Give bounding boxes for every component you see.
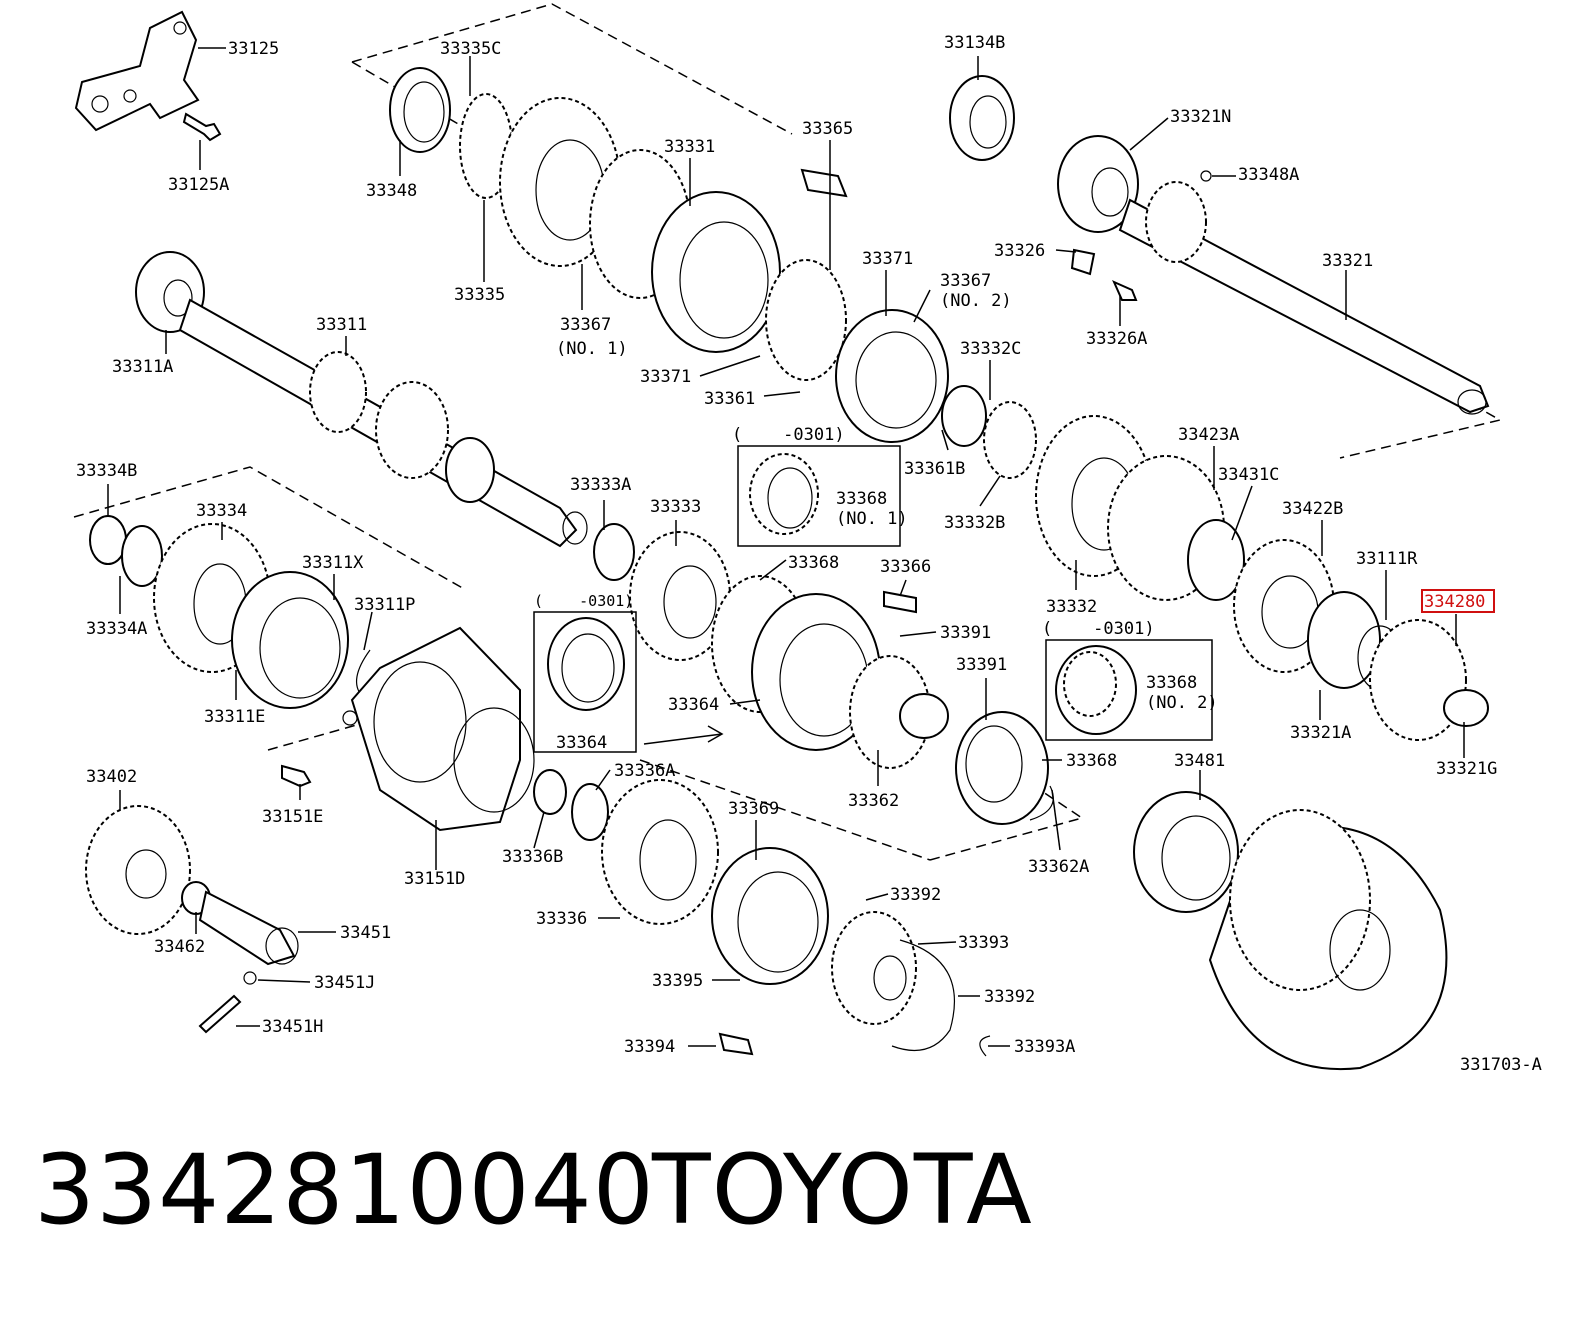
label-334280: 334280	[1424, 592, 1485, 612]
label-33125: 33125	[228, 39, 279, 59]
label-33393A: 33393A	[1014, 1037, 1075, 1057]
label-33336B: 33336B	[502, 847, 563, 867]
label-33151D: 33151D	[404, 869, 465, 889]
label-33332: 33332	[1046, 597, 1097, 617]
label-33451: 33451	[340, 923, 391, 943]
label-33395: 33395	[652, 971, 703, 991]
label-33462: 33462	[154, 937, 205, 957]
label-33423A: 33423A	[1178, 425, 1239, 445]
label-33402: 33402	[86, 767, 137, 787]
label-33368-upper: 33368	[788, 553, 839, 573]
label-33391-lower: 33391	[956, 655, 1007, 675]
label-33311: 33311	[316, 315, 367, 335]
label-33431C: 33431C	[1218, 465, 1279, 485]
label-33321A: 33321A	[1290, 723, 1351, 743]
label-33371-top: 33371	[862, 249, 913, 269]
label-33369: 33369	[728, 799, 779, 819]
label-33311E: 33311E	[204, 707, 265, 727]
box2-range: ( -0301)	[534, 592, 633, 610]
part-gasket-33151D	[281, 626, 535, 832]
label-33394: 33394	[624, 1037, 675, 1057]
label-33392-lower: 33392	[984, 987, 1035, 1007]
label-33332B: 33332B	[944, 513, 1005, 533]
part-plate-33134B	[949, 75, 1015, 161]
label-33367-no1-note: (NO. 1)	[556, 339, 628, 359]
label-33367-no2-note: (NO. 2)	[940, 291, 1012, 311]
label-33371-bottom: 33371	[640, 367, 691, 387]
info-box-33368-no2	[1045, 639, 1213, 741]
label-33321G: 33321G	[1436, 759, 1497, 779]
callout-labels: 33125 33125A 33335C 33348 33335 33331 33…	[76, 33, 1542, 1075]
label-33393: 33393	[958, 933, 1009, 953]
label-33391-upper: 33391	[940, 623, 991, 643]
label-33326A: 33326A	[1086, 329, 1147, 349]
label-33367-no2: 33367	[940, 271, 991, 291]
part-left-gears	[89, 515, 371, 709]
label-33366: 33366	[880, 557, 931, 577]
label-33481: 33481	[1174, 751, 1225, 771]
part-input-shaft-33311	[135, 251, 588, 548]
label-33333: 33333	[650, 497, 701, 517]
label-33362A: 33362A	[1028, 857, 1089, 877]
highlight-box-334280	[1421, 589, 1495, 613]
label-33348A: 33348A	[1238, 165, 1299, 185]
box1-range: ( -0301)	[732, 425, 845, 445]
box3-part: 33368	[1146, 673, 1197, 693]
label-33451J: 33451J	[314, 973, 375, 993]
label-33367-no1: 33367	[560, 315, 611, 335]
label-33451H: 33451H	[262, 1017, 323, 1037]
label-33111R: 33111R	[1356, 549, 1418, 569]
label-33321N: 33321N	[1170, 107, 1231, 127]
box3-range: ( -0301)	[1042, 619, 1155, 639]
label-33336: 33336	[536, 909, 587, 929]
box2-part: 33364	[556, 733, 607, 753]
label-33311A: 33311A	[112, 357, 173, 377]
info-box-33364	[533, 611, 637, 753]
label-33368-lower: 33368	[1066, 751, 1117, 771]
leader-lines	[107, 47, 1465, 1047]
label-33311P: 33311P	[354, 595, 415, 615]
label-33321: 33321	[1322, 251, 1373, 271]
box1-part: 33368	[836, 489, 887, 509]
label-33125A: 33125A	[168, 175, 229, 195]
label-33361: 33361	[704, 389, 755, 409]
label-33334: 33334	[196, 501, 247, 521]
brand-caption: TOYOTA	[652, 1134, 1033, 1246]
label-33335: 33335	[454, 285, 505, 305]
label-33311X: 33311X	[302, 553, 364, 573]
label-33134B: 33134B	[944, 33, 1005, 53]
label-33335C: 33335C	[440, 39, 501, 59]
label-33362: 33362	[848, 791, 899, 811]
part-differential-33481	[1133, 791, 1448, 1071]
box3-note: (NO. 2)	[1146, 693, 1218, 713]
label-33336A: 33336A	[614, 761, 675, 781]
label-33364: 33364	[668, 695, 719, 715]
part-bracket-33125	[74, 10, 222, 142]
label-33422B: 33422B	[1282, 499, 1343, 519]
part-number-caption: 3342810040	[34, 1134, 655, 1246]
label-33365: 33365	[802, 119, 853, 139]
label-33331: 33331	[664, 137, 715, 157]
drawing-id: 331703-A	[1460, 1055, 1542, 1075]
label-33326: 33326	[994, 241, 1045, 261]
label-33333A: 33333A	[570, 475, 631, 495]
part-bottom-gears	[533, 769, 991, 1057]
box1-note: (NO. 1)	[836, 509, 908, 529]
label-33334B: 33334B	[76, 461, 137, 481]
label-33332C: 33332C	[960, 339, 1021, 359]
part-upper-gear-stack	[389, 67, 949, 443]
label-33151E: 33151E	[262, 807, 323, 827]
label-33334A: 33334A	[86, 619, 147, 639]
label-33392-upper: 33392	[890, 885, 941, 905]
part-middle-gears	[941, 385, 1489, 741]
part-countershaft-33321	[1057, 135, 1490, 415]
info-box-33368-no1	[737, 445, 901, 547]
label-33361B: 33361B	[904, 459, 965, 479]
part-lower-middle-gears	[593, 523, 1054, 825]
part-lower-left	[85, 805, 299, 1034]
label-33348: 33348	[366, 181, 417, 201]
